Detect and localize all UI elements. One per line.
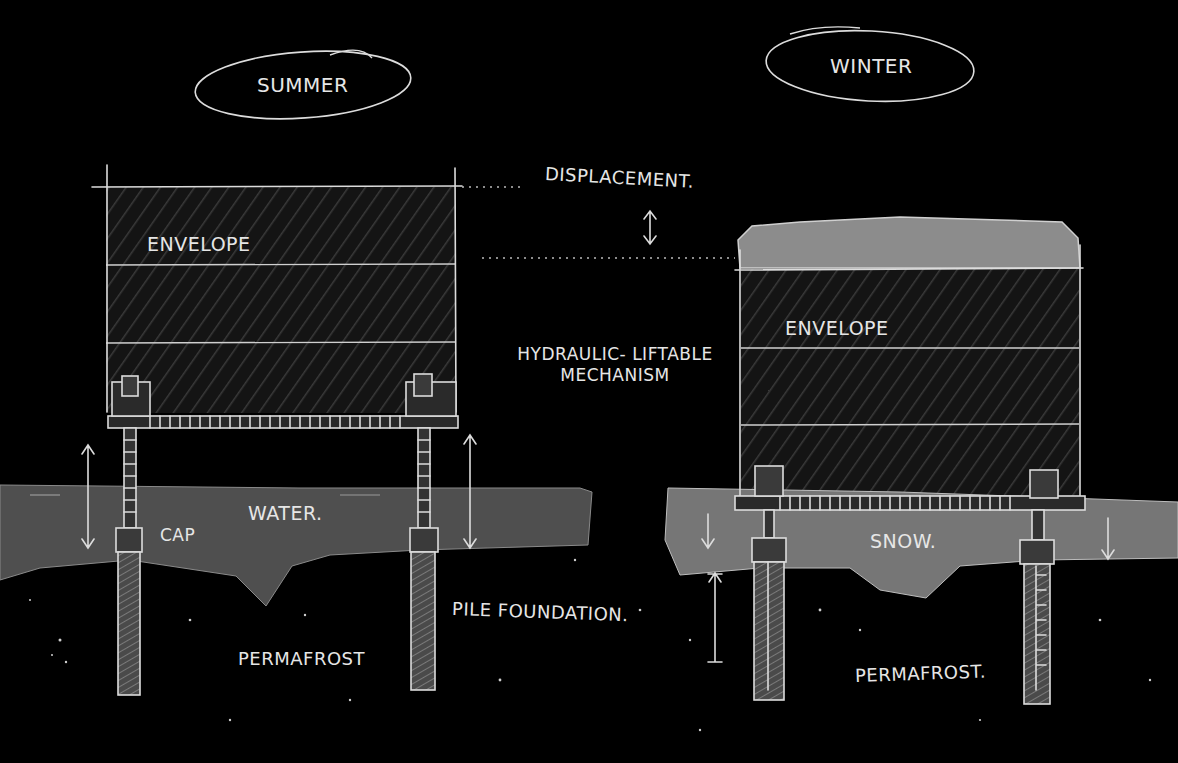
leader-line (462, 186, 520, 188)
label-holder: PILE FOUNDATION. (452, 598, 629, 621)
node-label: ENVELOPE (785, 317, 889, 341)
dimension-label: DISPLACEMENT. (544, 163, 694, 193)
season-title: WINTER (830, 54, 912, 79)
leader-line (482, 257, 735, 259)
building-envelope: ENVELOPE (740, 268, 1080, 506)
label-holder: DISPLACEMENT. (545, 163, 694, 186)
water-layer: WATER. (0, 478, 596, 608)
pile-assembly (752, 466, 786, 700)
label-holder: HYDRAULIC- LIFTABLE MECHANISM (505, 344, 725, 387)
label-holder: CAP (160, 525, 195, 546)
season-oval: SUMMER (192, 48, 414, 122)
label-holder: PERMAFROST. (855, 665, 986, 688)
season-oval: WINTER (765, 28, 977, 104)
building-envelope-shape (740, 268, 1080, 506)
movement-arrow (82, 211, 1114, 662)
pile-assembly (1020, 470, 1058, 704)
lift-platform (108, 416, 458, 428)
part-label: PILE FOUNDATION. (452, 598, 629, 627)
ground-label: PERMAFROST. (855, 660, 987, 687)
node-label: WATER. (248, 502, 322, 526)
frame-line (1079, 245, 1081, 505)
roof-snow (738, 217, 1080, 268)
ground-label: PERMAFROST (238, 648, 365, 671)
pile-assembly (112, 376, 150, 695)
frame-line (739, 250, 741, 505)
frame-line (455, 168, 456, 412)
building-envelope-shape (105, 186, 458, 414)
node-label: ENVELOPE (147, 233, 251, 257)
mechanism-label: HYDRAULIC- LIFTABLE MECHANISM (505, 344, 725, 387)
node-label: SNOW. (870, 530, 936, 554)
frame-line (92, 186, 462, 187)
soil-speckle (29, 559, 1151, 731)
pile-assembly (406, 374, 456, 690)
part-label: CAP (160, 525, 195, 546)
building-envelope: ENVELOPE (105, 186, 458, 414)
water-layer-shape (0, 478, 596, 608)
label-holder: PERMAFROST (238, 648, 365, 671)
frame-line (106, 165, 108, 412)
frame-line (735, 268, 1083, 270)
season-title: SUMMER (257, 73, 348, 98)
